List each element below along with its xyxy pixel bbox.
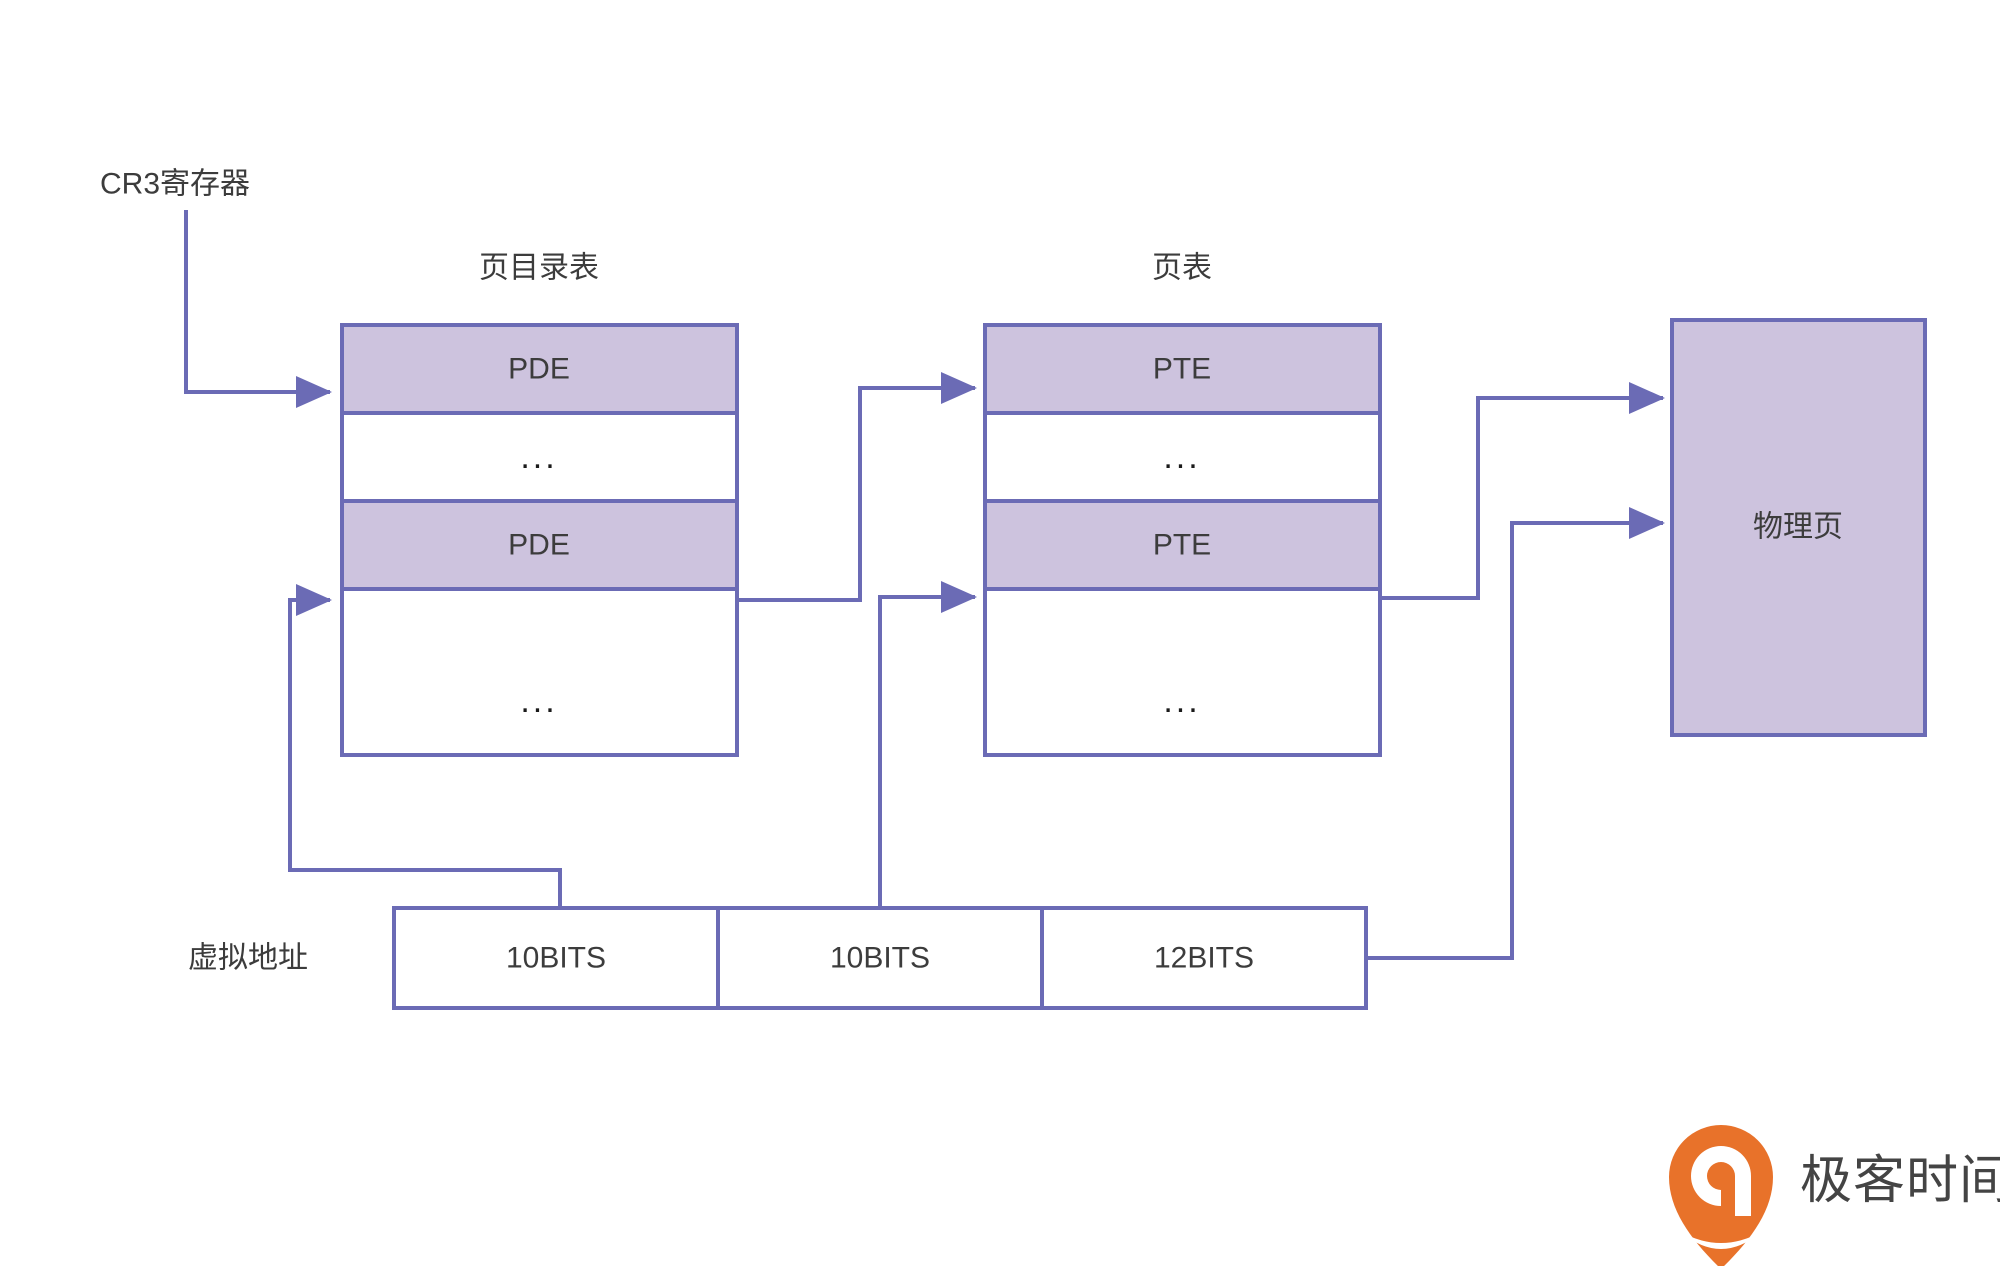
page-table-row-2[interactable] — [983, 499, 1382, 591]
page-directory-row-1[interactable] — [340, 411, 739, 503]
geektime-watermark: 极客时间 — [1669, 1125, 2000, 1266]
page-directory-row-1-label: ... — [520, 438, 557, 476]
virtual-address-label: 虚拟地址 — [188, 942, 308, 975]
connector-pde2-to-pte0 — [737, 372, 977, 602]
page-table-row-2-label: PTE — [1153, 529, 1211, 562]
virtual-address-field-0-label: 10BITS — [506, 942, 606, 975]
connector-vafield2-to-physical-page — [1365, 507, 1665, 960]
cr3-register-label: CR3寄存器 — [100, 168, 250, 201]
page-directory-row-2[interactable] — [340, 499, 739, 591]
connector-cr3-to-pde0 — [184, 210, 332, 408]
page-table-caption: 页表 — [1152, 252, 1212, 285]
virtual-address-field-2[interactable] — [1040, 906, 1368, 1010]
virtual-address-field-2-label: 12BITS — [1154, 942, 1254, 975]
page-directory-row-2-label: PDE — [508, 529, 570, 562]
physical-page[interactable]: 物理页 — [1670, 318, 1927, 737]
page-table-row-0-label: PTE — [1153, 353, 1211, 386]
virtual-address-field-0[interactable] — [392, 906, 720, 1010]
page-table-row-1[interactable] — [983, 411, 1382, 503]
connector-layer — [184, 210, 1665, 960]
virtual-address-bar[interactable]: 虚拟地址 10BITS 10BITS 12BITS — [188, 906, 1368, 1010]
page-directory-caption: 页目录表 — [479, 252, 599, 285]
page-directory-row-3-label: ... — [520, 682, 557, 720]
cr3-register: CR3寄存器 — [100, 168, 250, 201]
page-directory-table[interactable]: 页目录表 PDE ... PDE ... — [340, 252, 739, 757]
page-table-row-3-label: ... — [1163, 682, 1200, 720]
page-table-row-3[interactable] — [983, 587, 1382, 757]
geektime-brand-text: 极客时间 — [1800, 1152, 2000, 1210]
page-table-row-1-label: ... — [1163, 438, 1200, 476]
geektime-pin-icon — [1669, 1125, 1773, 1266]
virtual-address-field-1-label: 10BITS — [830, 942, 930, 975]
virtual-address-field-1[interactable] — [716, 906, 1044, 1010]
connector-pte0-to-physical-page — [1380, 382, 1665, 600]
page-table[interactable]: 页表 PTE ... PTE ... — [983, 252, 1382, 757]
connector-vafield1-to-pte2 — [878, 581, 977, 908]
physical-page-box[interactable] — [1670, 318, 1927, 737]
page-directory-row-3[interactable] — [340, 587, 739, 757]
connector-vafield0-to-pde2 — [288, 584, 562, 908]
page-directory-row-0-label: PDE — [508, 353, 570, 386]
physical-page-label: 物理页 — [1753, 511, 1843, 544]
